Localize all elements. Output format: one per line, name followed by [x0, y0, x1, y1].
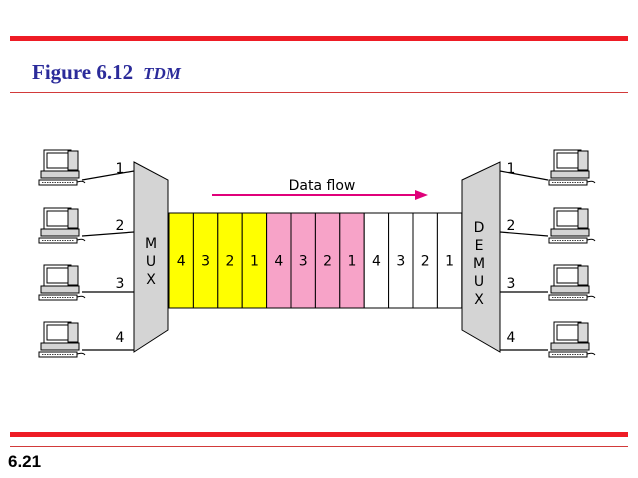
mux-letter-1: M — [145, 236, 157, 252]
bottom-rule-thick — [10, 432, 628, 437]
frame-2-slot-1-label: 4 — [274, 254, 283, 270]
computer-2-icon — [548, 207, 596, 244]
computer-4-icon — [548, 321, 596, 358]
frame-3-slot-1 — [363, 212, 390, 309]
demux-letter-5: X — [474, 292, 484, 308]
computer-3-icon — [548, 264, 596, 301]
output-label-1: 1 — [507, 161, 516, 177]
input-label-2: 2 — [116, 218, 125, 234]
bottom-rule-thin — [10, 446, 628, 447]
frame-1-slot-2-label: 3 — [201, 254, 210, 270]
source-computers — [38, 149, 86, 358]
demux-letter-2: E — [475, 238, 484, 254]
top-rule-thick — [10, 36, 628, 41]
data-flow-label: Data flow — [289, 178, 356, 194]
frame-3-slot-4-label: 1 — [445, 254, 454, 270]
frame-2-slot-2-label: 3 — [299, 254, 308, 270]
data-flow-arrow-head-icon — [415, 190, 428, 200]
output-link-1 — [499, 170, 549, 181]
output-label-3: 3 — [507, 276, 516, 292]
demux-letter-4: U — [474, 274, 484, 290]
frame-2-slot-4-label: 1 — [348, 254, 357, 270]
input-link-1 — [81, 170, 135, 181]
destination-computers — [548, 149, 596, 358]
frame-3-slot-2 — [388, 212, 414, 309]
computer-4-icon — [38, 321, 86, 358]
figure-caption: TDM — [143, 64, 181, 83]
input-label-1: 1 — [116, 161, 125, 177]
frame-1-slot-3-label: 2 — [226, 254, 235, 270]
top-rule-thin — [10, 92, 628, 93]
frame-3-slot-4 — [436, 212, 463, 309]
frame-3-slot-2-label: 3 — [396, 254, 405, 270]
frame-2-slot-2 — [290, 212, 316, 309]
demux-letter-1: D — [474, 220, 485, 236]
slide-number: 6.21 — [8, 452, 42, 471]
computer-1-icon — [548, 149, 596, 186]
input-label-3: 3 — [116, 276, 125, 292]
mux-letter-2: U — [146, 254, 156, 270]
input-links — [81, 170, 135, 351]
frame-3-slot-3-label: 2 — [421, 254, 430, 270]
computer-1-icon — [38, 149, 86, 186]
input-label-4: 4 — [116, 330, 125, 346]
frame-2-slot-1 — [266, 212, 292, 309]
figure-title: Figure 6.12 TDM — [32, 60, 181, 85]
output-label-2: 2 — [507, 218, 516, 234]
frame-3-slot-3 — [412, 212, 438, 309]
mux-letter-3: X — [146, 272, 156, 288]
computer-3-icon — [38, 264, 86, 301]
figure-number: Figure 6.12 — [32, 60, 134, 84]
frame-2-slot-3-label: 2 — [323, 254, 332, 270]
computer-2-icon — [38, 207, 86, 244]
frame-1-slot-4-label: 1 — [250, 254, 259, 270]
mux-block — [133, 161, 169, 353]
frame-1-slot-1-label: 4 — [177, 254, 186, 270]
frame-3-slot-1-label: 4 — [372, 254, 381, 270]
demux-letter-3: M — [473, 256, 485, 272]
output-links — [499, 170, 549, 351]
frame-2-slot-3 — [314, 212, 341, 309]
output-link-2 — [499, 231, 549, 237]
output-label-4: 4 — [507, 330, 516, 346]
input-link-2 — [81, 231, 135, 237]
